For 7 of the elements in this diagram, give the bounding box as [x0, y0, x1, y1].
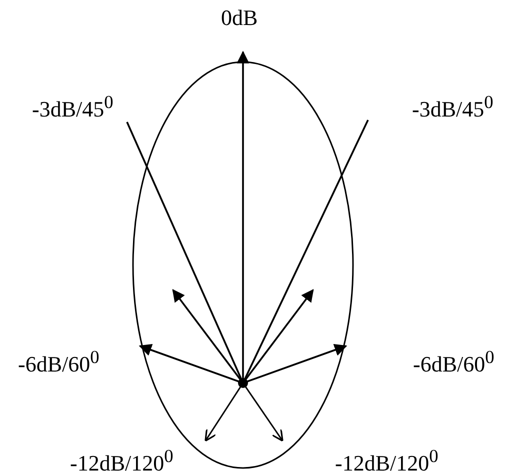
level-angle-label: -12dB/120$^{0}$	[335, 445, 438, 471]
level-angle-label: 0dB	[221, 6, 258, 30]
level-angle-label: -12dB/120$^{0}$	[70, 445, 174, 471]
level-angle-label: -3dB/45$^{0}$	[412, 91, 494, 122]
level-angle-label: -3dB/45$^{0}$	[32, 91, 114, 122]
level-angle-label: -6dB/60$^{0}$	[18, 346, 100, 376]
level-angle-label: -6dB/60$^{0}$	[413, 346, 494, 376]
